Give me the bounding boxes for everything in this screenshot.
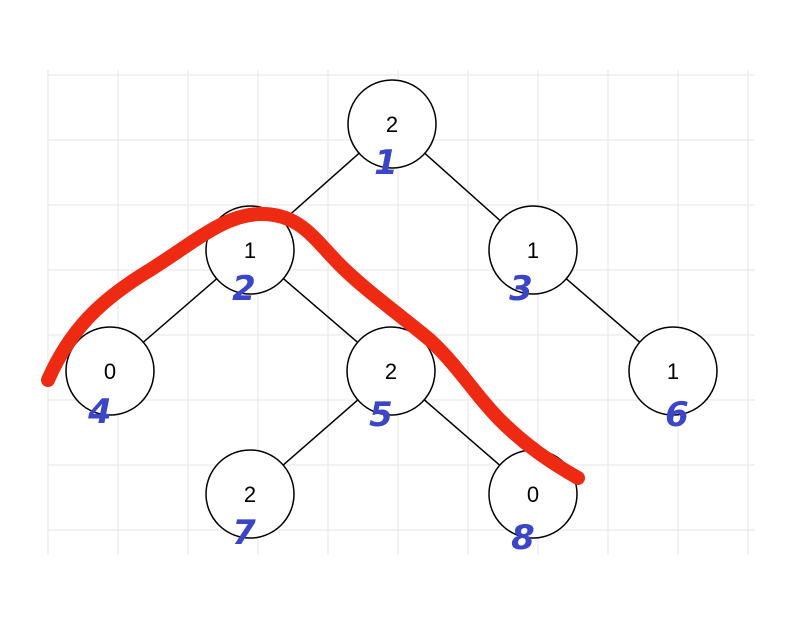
tree-node-1: 21 bbox=[347, 79, 437, 183]
node-circle bbox=[65, 326, 155, 416]
node-index-label: 4 bbox=[87, 392, 112, 432]
node-value: 2 bbox=[385, 359, 397, 384]
node-index-label: 3 bbox=[509, 269, 533, 309]
tree-node-6: 16 bbox=[628, 326, 718, 435]
node-circle bbox=[205, 449, 295, 539]
node-index-label: 2 bbox=[232, 269, 256, 309]
node-value: 2 bbox=[386, 112, 398, 137]
node-value: 1 bbox=[667, 359, 679, 384]
tree-node-4: 04 bbox=[65, 326, 155, 432]
tree-node-3: 13 bbox=[488, 205, 578, 309]
node-index-label: 8 bbox=[511, 518, 535, 558]
node-value: 0 bbox=[527, 482, 539, 507]
node-circle bbox=[346, 326, 436, 416]
node-circle bbox=[347, 79, 437, 169]
node-value: 1 bbox=[527, 238, 539, 263]
node-index-label: 5 bbox=[369, 395, 393, 435]
node-value: 2 bbox=[244, 482, 256, 507]
node-value: 0 bbox=[104, 359, 116, 384]
tree-node-5: 25 bbox=[346, 326, 436, 435]
node-index-label: 7 bbox=[232, 513, 256, 553]
node-index-label: 1 bbox=[374, 143, 398, 183]
highlighted-path-stroke bbox=[41, 206, 585, 485]
node-circle bbox=[488, 205, 578, 295]
node-index-label: 6 bbox=[665, 395, 689, 435]
node-circle bbox=[628, 326, 718, 416]
tree-node-7: 27 bbox=[205, 449, 295, 553]
node-value: 1 bbox=[244, 238, 256, 263]
